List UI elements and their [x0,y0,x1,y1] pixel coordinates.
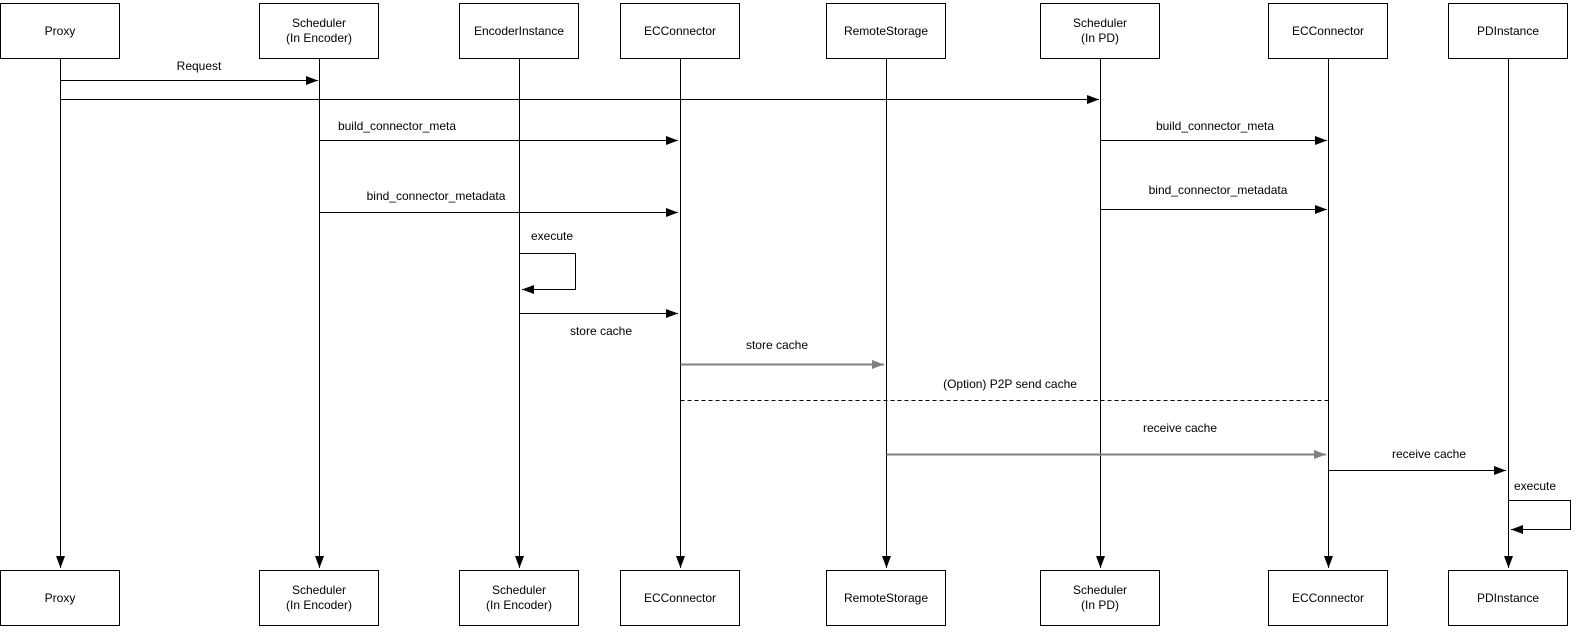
actor-subtitle: (In Encoder) [285,31,353,45]
actor-subtitle: (In Encoder) [485,598,553,612]
message-label-bind-connector-metadata-encoder: bind_connector_metadata [366,189,506,203]
actor-top-pd-instance: PDInstance [1448,3,1568,59]
actor-title: Proxy [44,590,76,605]
actor-title: Scheduler [1072,583,1128,597]
message-label-receive-cache-remote: receive cache [1142,421,1218,435]
actor-title: ECConnector [1291,590,1365,605]
message-label-request: Request [176,59,222,73]
self-loop-execute-encoder [519,253,576,294]
message-label-build-connector-meta-pd: build_connector_meta [1155,119,1275,133]
actor-subtitle: (In Encoder) [285,598,353,612]
actor-top-proxy: Proxy [0,3,120,59]
message-label-bind-connector-metadata-pd: bind_connector_metadata [1148,183,1288,197]
actor-title: Proxy [44,23,76,38]
actor-title: Scheduler [491,583,547,597]
actor-bottom-ec-connector-pd: ECConnector [1268,570,1388,626]
actor-title: RemoteStorage [843,23,929,38]
actor-title: PDInstance [1476,590,1540,605]
actor-bottom-ec-connector: ECConnector [620,570,740,626]
actor-title: PDInstance [1476,23,1540,38]
actor-title: Scheduler [1072,16,1128,30]
actor-top-remote-storage: RemoteStorage [826,3,946,59]
actor-title: ECConnector [643,23,717,38]
actor-bottom-scheduler-encoder-2: Scheduler (In Encoder) [459,570,579,626]
actor-bottom-pd-instance: PDInstance [1448,570,1568,626]
actor-title: Scheduler [291,16,347,30]
message-label-execute-pd: execute [1513,479,1557,493]
actor-title: EncoderInstance [473,23,565,38]
actor-top-ec-connector-pd: ECConnector [1268,3,1388,59]
actor-top-scheduler-encoder: Scheduler (In Encoder) [259,3,379,59]
actor-top-encoder-instance: EncoderInstance [459,3,579,59]
message-label-store-cache-encoder: store cache [569,324,633,338]
actor-top-scheduler-pd: Scheduler (In PD) [1040,3,1160,59]
actor-bottom-proxy: Proxy [0,570,120,626]
actor-subtitle: (In PD) [1080,31,1119,45]
actor-subtitle: (In PD) [1080,598,1119,612]
actor-title: RemoteStorage [843,590,929,605]
message-label-build-connector-meta-encoder: build_connector_meta [337,119,457,133]
actor-title: ECConnector [1291,23,1365,38]
actor-bottom-remote-storage: RemoteStorage [826,570,946,626]
actor-bottom-scheduler-pd: Scheduler (In PD) [1040,570,1160,626]
message-label-p2p-send-cache: (Option) P2P send cache [943,377,1077,391]
message-label-execute-encoder: execute [530,229,574,243]
actor-title: ECConnector [643,590,717,605]
actor-title: Scheduler [291,583,347,597]
message-label-store-cache-remote: store cache [745,338,809,352]
actor-top-ec-connector: ECConnector [620,3,740,59]
self-loop-execute-pd [1508,500,1571,534]
actor-bottom-scheduler-encoder: Scheduler (In Encoder) [259,570,379,626]
message-label-receive-cache-pd: receive cache [1391,447,1467,461]
